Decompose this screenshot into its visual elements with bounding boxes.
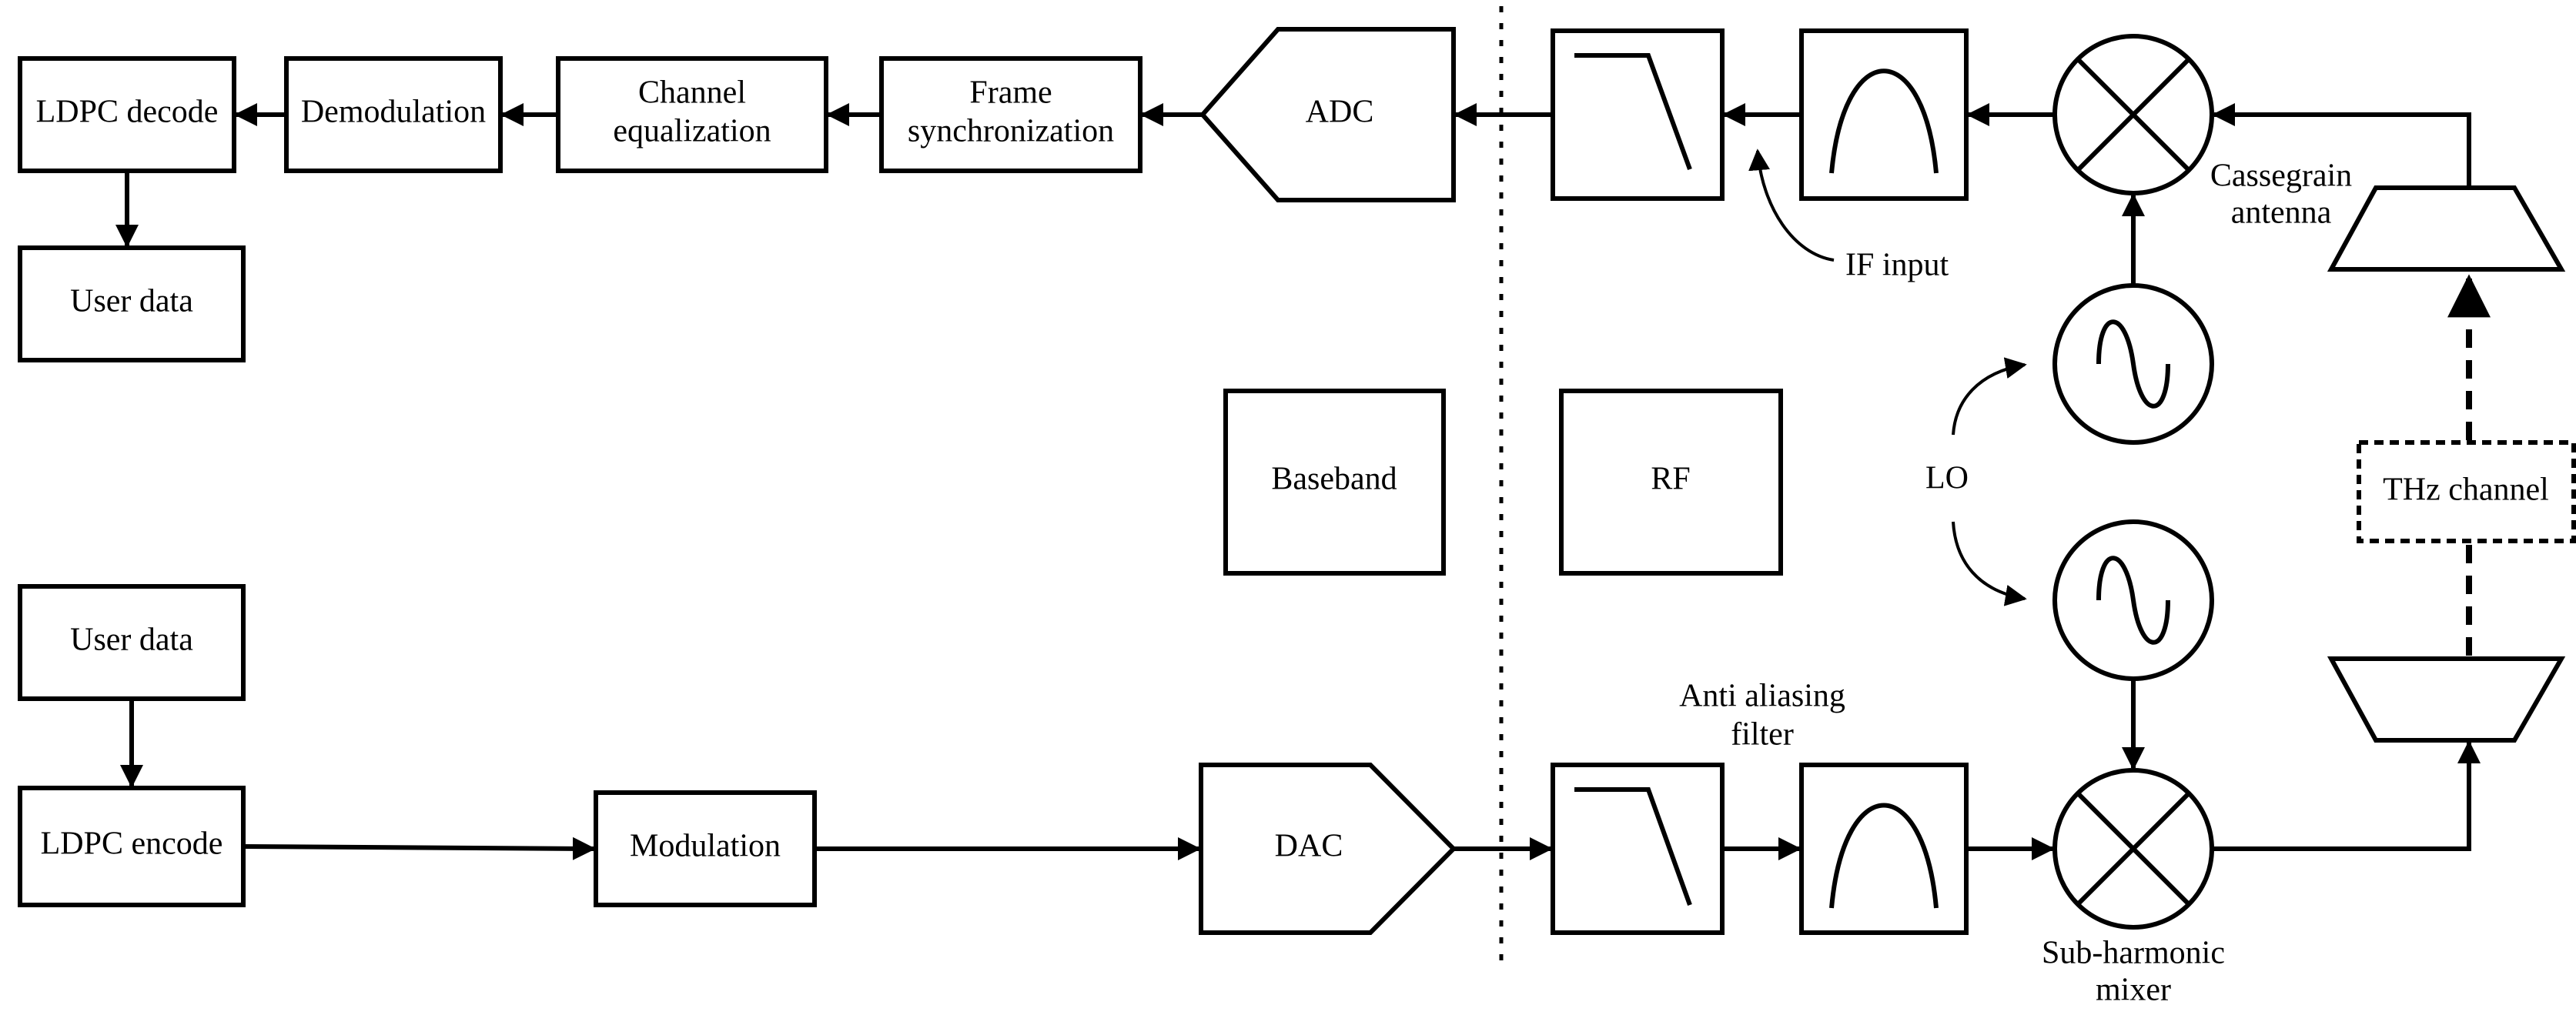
- if-input-label: IF input: [1845, 248, 1949, 283]
- channel-equalization-block: [556, 56, 828, 173]
- tx-antenna: [2327, 656, 2566, 743]
- lo-pointer-top: [1952, 357, 2027, 436]
- sub-harmonic-mixer-label-2: mixer: [2096, 973, 2171, 1008]
- modulation-label: Modulation: [630, 829, 781, 864]
- rx-lowpass-filter: [1551, 28, 1725, 201]
- demodulation-label: Demodulation: [301, 95, 486, 130]
- lo-pointer-bottom: [1952, 521, 2027, 606]
- arrow-ldpc-encode-to-modulation: [243, 836, 596, 860]
- tx-mixer: [2052, 768, 2214, 930]
- thz-channel-label: THz channel: [2383, 472, 2549, 508]
- tx-user-data-label: User data: [70, 623, 193, 658]
- rx-bandpass-filter: [1799, 28, 1969, 201]
- lo-label: LO: [1925, 461, 1969, 496]
- if-input-pointer: [1748, 149, 1835, 262]
- channel-equalization-label-1: Channel: [638, 75, 746, 111]
- lo-oscillator-top: [2052, 283, 2214, 445]
- rx-antenna: [2327, 185, 2566, 272]
- arrow-tx-mixer-to-antenna: [2212, 740, 2481, 851]
- ldpc-encode-block: [18, 786, 246, 907]
- dac-block: [1199, 763, 1457, 935]
- ldpc-decode-label: LDPC decode: [36, 95, 219, 130]
- dac-label: DAC: [1275, 829, 1343, 864]
- cassegrain-antenna-label-2: antenna: [2231, 195, 2332, 231]
- rf-box: [1559, 389, 1783, 576]
- adc-label: ADC: [1306, 95, 1374, 130]
- lo-oscillator-bottom: [2052, 519, 2214, 681]
- cassegrain-antenna-label-1: Cassegrain: [2210, 159, 2352, 194]
- baseband-box: [1223, 389, 1446, 576]
- rx-mixer: [2052, 34, 2214, 195]
- baseband-label: Baseband: [1271, 462, 1397, 497]
- ldpc-decode-block: [18, 56, 236, 173]
- sub-harmonic-mixer-label-1: Sub-harmonic: [2042, 936, 2225, 971]
- rx-user-data-label: User data: [70, 284, 193, 319]
- frame-synchronization-label-1: Frame: [969, 75, 1052, 111]
- arrow-antenna-to-rx-mixer: [2212, 103, 2471, 188]
- anti-aliasing-filter-label-1: Anti aliasing: [1679, 679, 1845, 714]
- demodulation-block: [284, 56, 503, 173]
- thz-channel-box: [2357, 440, 2576, 543]
- rf-label: RF: [1651, 462, 1690, 497]
- frame-synchronization-label-2: synchronization: [908, 114, 1114, 149]
- channel-equalization-label-2: equalization: [613, 114, 771, 149]
- tx-lowpass-filter: [1551, 763, 1725, 935]
- tx-bandpass-filter: [1799, 763, 1969, 935]
- rx-user-data-block: [18, 245, 246, 362]
- ldpc-encode-label: LDPC encode: [41, 826, 223, 862]
- anti-aliasing-filter-label-2: filter: [1731, 717, 1794, 753]
